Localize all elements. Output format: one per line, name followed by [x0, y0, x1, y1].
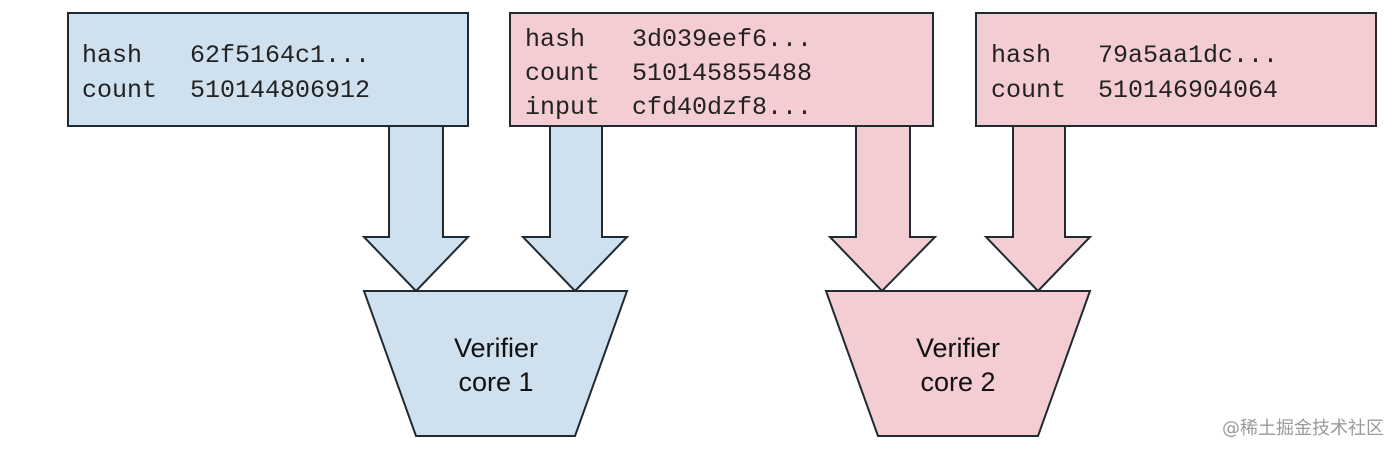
verifier-core-2-label-line2: core 2: [920, 367, 995, 397]
arrow-down-3: [827, 125, 938, 293]
block-3-count-value: 510146904064: [1098, 76, 1278, 105]
watermark-text: @稀土掘金技术社区: [1222, 418, 1384, 439]
arrow-down-1: [361, 125, 471, 293]
input-block-2-box: [509, 12, 934, 127]
verifier-core-1-shape: [362, 290, 629, 437]
verifier-core-1-label-line2: core 1: [458, 367, 533, 397]
block-2-input-value: cfd40dzf8...: [632, 93, 812, 122]
block-1-hash-value: 62f5164c1...: [190, 41, 370, 70]
block-2-hash-key: hash: [525, 25, 585, 54]
verifier-core-1: Verifier core 1: [362, 290, 629, 437]
input-block-1: hash 62f5164c1... count 510144806912: [67, 12, 469, 127]
block-3-count-key: count: [991, 76, 1066, 105]
verifier-core-2-label-line1: Verifier: [916, 333, 1000, 363]
block-2-input-key: input: [525, 93, 600, 122]
input-block-3-box: [975, 12, 1377, 127]
arrow-down-2: [520, 125, 630, 293]
block-1-hash-key: hash: [82, 41, 142, 70]
block-2-count-value: 510145855488: [632, 59, 812, 88]
input-block-1-box: [67, 12, 469, 127]
block-2-count-key: count: [525, 59, 600, 88]
verifier-core-1-label-line1: Verifier: [454, 333, 538, 363]
block-1-count-value: 510144806912: [190, 76, 370, 105]
block-3-hash-key: hash: [991, 41, 1051, 70]
block-1-count-key: count: [82, 76, 157, 105]
block-2-hash-value: 3d039eef6...: [632, 25, 812, 54]
verifier-core-2: Verifier core 2: [824, 290, 1092, 437]
verifier-core-2-shape: [824, 290, 1092, 437]
input-block-3: hash 79a5aa1dc... count 510146904064: [975, 12, 1377, 127]
block-3-hash-value: 79a5aa1dc...: [1098, 41, 1278, 70]
input-block-2: hash 3d039eef6... count 510145855488 inp…: [509, 12, 934, 127]
arrow-down-4: [983, 125, 1093, 293]
